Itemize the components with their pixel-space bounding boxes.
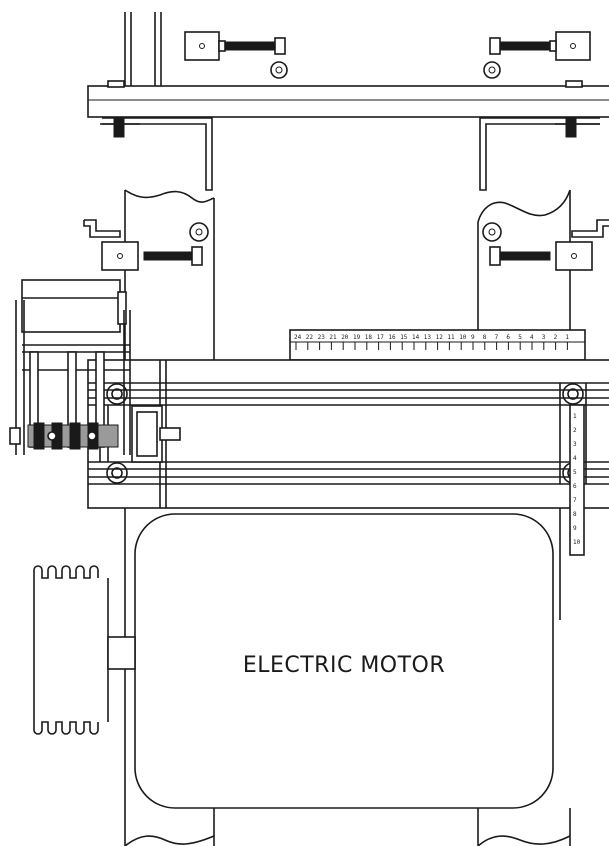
top-scale-tick-label: 12 bbox=[436, 334, 444, 341]
side-scale-tick-label: 3 bbox=[573, 441, 577, 448]
top-scale-tick-label: 23 bbox=[318, 334, 326, 341]
top-scale-tick-label: 13 bbox=[424, 334, 432, 341]
middle-left-adjuster bbox=[83, 219, 209, 271]
top-left-adjuster bbox=[184, 31, 288, 79]
top-scale-tick-label: 9 bbox=[471, 334, 475, 341]
motor-label: ELECTRIC MOTOR bbox=[243, 653, 445, 678]
top-scale-tick-label: 3 bbox=[542, 334, 546, 341]
middle-right-adjuster bbox=[482, 219, 609, 271]
left-gearbox bbox=[9, 279, 131, 455]
top-scale-tick-label: 14 bbox=[412, 334, 420, 341]
top-scale-tick-label: 6 bbox=[506, 334, 510, 341]
side-scale-tick-label: 8 bbox=[573, 511, 577, 518]
slide-rail-assembly bbox=[87, 359, 609, 509]
top-scale-tick-label: 8 bbox=[483, 334, 487, 341]
top-scale-tick-label: 2 bbox=[554, 334, 558, 341]
top-scale-tick-label: 22 bbox=[306, 334, 314, 341]
pulley bbox=[33, 565, 136, 735]
side-scale-tick-label: 5 bbox=[573, 469, 577, 476]
top-scale-tick-label: 16 bbox=[388, 334, 396, 341]
top-scale-tick-label: 5 bbox=[518, 334, 522, 341]
side-scale: 1 2 3 4 5 6 7 8 9 10 bbox=[569, 404, 585, 556]
top-scale-tick-label: 17 bbox=[377, 334, 385, 341]
top-scale-tick-label: 20 bbox=[341, 334, 349, 341]
top-scale-tick-label: 19 bbox=[353, 334, 361, 341]
side-scale-tick-label: 4 bbox=[573, 455, 577, 462]
motor-side-frame bbox=[124, 508, 571, 846]
side-scale-ticks: 1 2 3 4 5 6 7 8 9 10 bbox=[573, 413, 581, 546]
electric-motor: ELECTRIC MOTOR bbox=[134, 513, 554, 809]
top-right-adjuster bbox=[483, 31, 591, 79]
top-scale-tick-label: 1 bbox=[565, 334, 569, 341]
top-scale-tick-label: 15 bbox=[400, 334, 408, 341]
left-side-plate bbox=[124, 189, 215, 360]
top-beam-assembly bbox=[87, 12, 609, 191]
side-scale-tick-label: 10 bbox=[573, 539, 581, 546]
top-scale-tick-label: 11 bbox=[447, 334, 455, 341]
top-scale-tick-label: 24 bbox=[294, 334, 302, 341]
top-scale-tick-label: 21 bbox=[329, 334, 337, 341]
side-scale-tick-label: 6 bbox=[573, 483, 577, 490]
top-scale-tick-label: 4 bbox=[530, 334, 534, 341]
side-scale-tick-label: 1 bbox=[573, 413, 577, 420]
top-scale-tick-label: 7 bbox=[495, 334, 499, 341]
side-scale-tick-label: 2 bbox=[573, 427, 577, 434]
top-scale-tick-label: 18 bbox=[365, 334, 373, 341]
side-scale-tick-label: 7 bbox=[573, 497, 577, 504]
top-scale-tick-label: 10 bbox=[459, 334, 467, 341]
side-scale-tick-label: 9 bbox=[573, 525, 577, 532]
